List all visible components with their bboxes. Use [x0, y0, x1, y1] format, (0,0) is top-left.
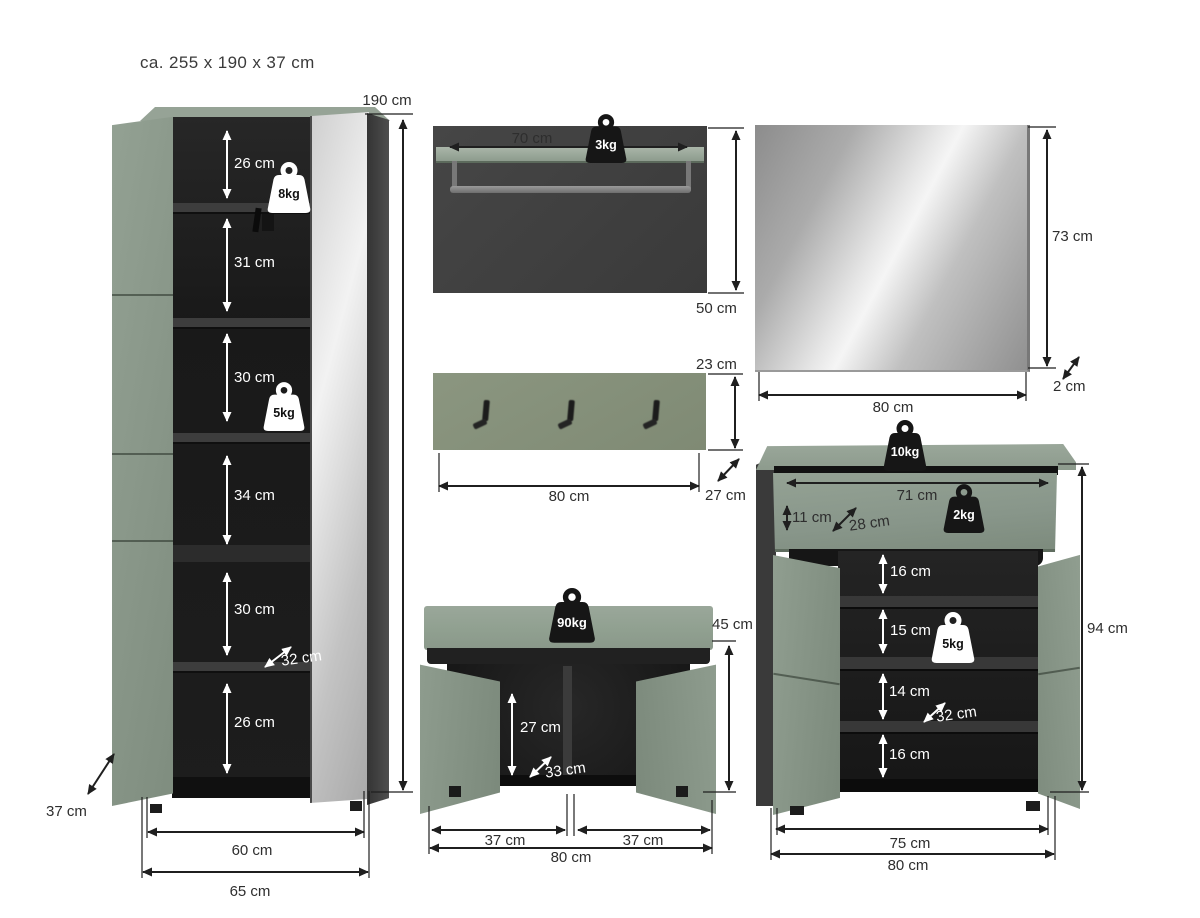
weight-icon — [883, 420, 927, 471]
shoe-cabinet-shelf-1-label: 16 cm — [890, 563, 931, 580]
bench-width-label: 80 cm — [550, 849, 592, 866]
set-dimensions-title: ca. 255 x 190 x 37 cm — [140, 53, 315, 72]
wardrobe-shelf — [172, 203, 312, 214]
weight-icon — [549, 588, 595, 643]
wardrobe-top-load-badge: 8kg — [266, 162, 312, 216]
shoe-cabinet-foot — [1026, 801, 1040, 811]
bench-foot — [449, 786, 461, 797]
bench-seat-underside — [427, 648, 710, 664]
shoe-cabinet-side-panel — [756, 456, 776, 806]
bench-foot — [676, 786, 688, 797]
clothes-hook-icon — [262, 214, 274, 231]
bench-height-label: 45 cm — [712, 616, 753, 633]
shoe-cabinet-interior — [838, 551, 1038, 792]
mirror-glass — [755, 125, 1030, 372]
door-groove — [112, 293, 173, 296]
shoe-cabinet-width-label: 80 cm — [887, 857, 929, 874]
wardrobe-interior — [172, 117, 312, 798]
bench-right-compartment-label: 37 cm — [622, 832, 664, 849]
wall-shelf-width-label: 70 cm — [511, 130, 553, 147]
wardrobe-foot — [350, 801, 362, 811]
bench-divider — [563, 666, 572, 786]
shoe-cabinet-drawer-height-label: 11 cm — [792, 509, 832, 526]
door-groove — [112, 453, 173, 456]
wardrobe-inner-width-label: 60 cm — [231, 842, 273, 859]
weight-icon — [267, 162, 311, 213]
wall-shelf-bracket — [452, 161, 457, 191]
wardrobe-shelf-6-label: 26 cm — [234, 714, 275, 731]
mirror-width-label: 80 cm — [872, 399, 914, 416]
weight-icon — [931, 612, 975, 663]
bench-load-badge: 90kg — [546, 588, 598, 646]
shoe-cabinet-inner-width-label: 75 cm — [889, 835, 931, 852]
shoe-cabinet-floor — [838, 779, 1038, 792]
door-groove — [1038, 666, 1080, 675]
shoe-cabinet-top-load-badge: 10kg — [881, 420, 929, 474]
shoe-cabinet-foot — [790, 806, 804, 815]
coat-rack-depth-label: 27 cm — [705, 487, 746, 504]
bench-floor — [447, 775, 690, 786]
load-value: 2kg — [953, 507, 975, 522]
coat-hook-icon — [557, 398, 579, 432]
wall-shelf-load-badge: 3kg — [584, 114, 628, 166]
wardrobe-foot — [150, 804, 162, 813]
wardrobe-shelf-1-label: 26 cm — [234, 155, 275, 172]
door-groove — [773, 672, 840, 685]
shoe-cabinet-drawer-width-label: 71 cm — [896, 487, 938, 504]
load-value: 5kg — [273, 405, 295, 420]
shoe-cabinet-shelf — [838, 721, 1038, 734]
shoe-cabinet-shelf — [838, 657, 1038, 671]
coat-hook-icon — [472, 398, 494, 432]
mirror-height-label: 73 cm — [1052, 228, 1093, 245]
wardrobe-floor — [172, 777, 312, 798]
load-value: 10kg — [890, 444, 920, 459]
wall-shelf-board — [436, 147, 704, 163]
load-value: 90kg — [557, 614, 587, 630]
wardrobe-shelf-4-label: 34 cm — [234, 487, 275, 504]
shoe-cabinet-shelf — [838, 596, 1038, 609]
coat-rack-width-label: 80 cm — [548, 488, 590, 505]
wardrobe-left-door — [112, 116, 173, 806]
wardrobe-shelf-3-label: 30 cm — [234, 369, 275, 386]
shoe-cabinet-shelf-2-label: 15 cm — [890, 622, 931, 639]
wall-shelf-height-label: 50 cm — [696, 300, 737, 317]
shoe-cabinet-shelf-3-label: 14 cm — [889, 683, 930, 700]
shoe-cabinet-left-door — [773, 554, 840, 815]
wardrobe-shelf — [172, 662, 312, 673]
wardrobe-mid-load-badge: 5kg — [262, 382, 306, 434]
wardrobe-width-label: 65 cm — [229, 883, 271, 900]
wardrobe-shelf — [172, 318, 312, 329]
coat-rack-height-label: 23 cm — [696, 356, 737, 373]
wardrobe-shelf-2-label: 31 cm — [234, 254, 275, 271]
coat-hook-icon — [642, 398, 664, 432]
shoe-cabinet-right-door — [1038, 554, 1080, 809]
load-value: 3kg — [595, 137, 617, 152]
wardrobe-height-label: 190 cm — [362, 92, 412, 109]
load-value: 8kg — [278, 186, 300, 201]
door-groove — [112, 539, 173, 542]
load-value: 5kg — [942, 636, 964, 651]
bench-left-compartment-label: 37 cm — [484, 832, 526, 849]
shoe-cabinet-shelf-load-badge: 5kg — [930, 612, 976, 666]
wardrobe-depth-label: 37 cm — [46, 803, 87, 820]
shoe-cabinet-drawer-load-badge: 2kg — [942, 484, 986, 536]
wall-shelf-rail — [450, 186, 691, 193]
wall-shelf-bracket — [686, 161, 691, 191]
weight-icon — [263, 382, 305, 431]
wardrobe-side-panel — [367, 113, 389, 805]
bench-inner-height-label: 27 cm — [520, 719, 561, 736]
mirror-depth-label: 2 cm — [1053, 378, 1086, 395]
wardrobe-shelf-5-label: 30 cm — [234, 601, 275, 618]
shoe-cabinet-shelf-4-label: 16 cm — [889, 746, 930, 763]
wardrobe-pullout-shelf — [149, 545, 312, 562]
wardrobe-shelf — [172, 433, 312, 444]
wardrobe-mirror-door — [310, 112, 369, 803]
shoe-cabinet-height-label: 94 cm — [1087, 620, 1128, 637]
